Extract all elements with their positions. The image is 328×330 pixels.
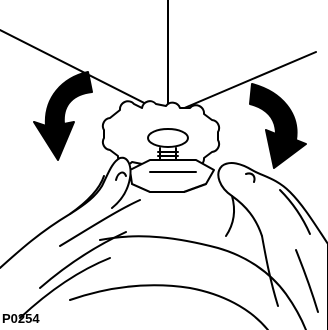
rotate-counterclockwise-arrow-icon xyxy=(34,72,92,160)
figure-code-label: P0254 xyxy=(2,311,40,326)
rotate-clockwise-arrow-icon xyxy=(250,84,306,168)
hex-base-plate xyxy=(130,160,214,192)
